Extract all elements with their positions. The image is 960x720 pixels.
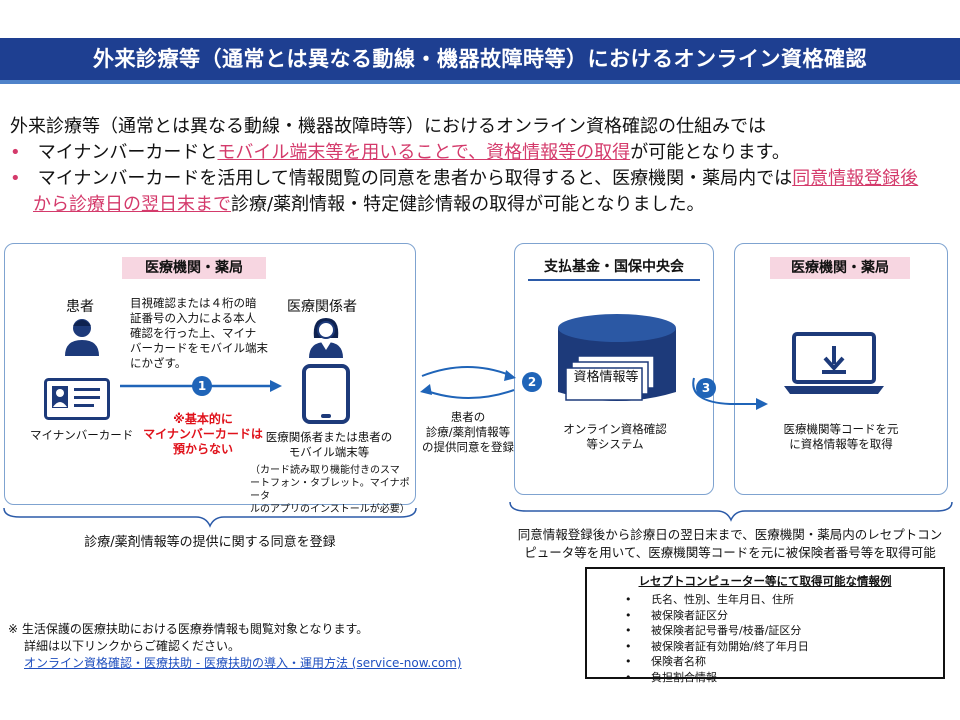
right-panel-desc: 医療機関等コードを元 に資格情報等を取得 [783,422,899,451]
info-box-title: レセプトコンピューター等にて取得可能な情報例 [638,574,892,588]
device-label: 医療関係者または患者の モバイル端末等 [265,430,393,459]
bullet1-pre: マイナンバーカードと [37,142,218,163]
bullet2-highlight-2: から診療日の翌日末まで [33,194,231,215]
right-brace [509,501,953,522]
mynumber-card-icon [44,378,110,420]
page-title: 外来診療等（通常とは異なる動線・機器故障時等）におけるオンライン資格確認 [93,47,867,71]
system-label: オンライン資格確認 等システム [563,422,667,451]
intro-lead: 外来診療等（通常とは異なる動線・機器故障時等）におけるオンライン資格確認の仕組み… [10,116,766,137]
bullet2-pre: マイナンバーカードを活用して情報閲覧の同意を患者から取得すると、医療機関・薬局内… [37,168,793,189]
step-1-badge: 1 [192,376,212,396]
list-item: 被保険者記号番号/枝番/証区分 [625,623,943,639]
intro-bullet-2: • マイナンバーカードを活用して情報閲覧の同意を患者から取得すると、医療機関・薬… [10,166,918,192]
left-caption: 診療/薬剤情報等の提供に関する同意を登録 [84,535,336,550]
bullet-mark: • [10,142,21,163]
bullet1-highlight: モバイル端末等を用いることで、資格情報等の取得 [217,142,631,163]
middle-panel-label: 支払基金・国保中央会 [528,257,700,281]
bullet-mark: • [10,168,21,189]
list-item: 負担割合情報 [625,670,943,686]
card-warning: ※基本的に マイナンバーカードは 預からない [143,412,263,456]
card-label: マイナンバーカード [30,428,134,442]
database-icon [558,314,676,401]
info-box: レセプトコンピューター等にて取得可能な情報例 氏名、性別、生年月日、住所 被保険… [585,567,945,685]
step-3-badge: 3 [696,378,716,398]
mobile-device-icon [302,364,350,424]
right-caption: 同意情報登録後から診療日の翌日末まで、医療機関・薬局内のレセプトコン ピュータ等… [517,527,943,560]
step-2-badge: 2 [522,372,542,392]
footnote-link[interactable]: オンライン資格確認・医療扶助 - 医療扶助の導入・運用方法 (service-n… [24,656,462,670]
left-brace [3,507,417,528]
info-list: 氏名、性別、生年月日、住所 被保険者証区分 被保険者記号番号/枝番/証区分 被保… [587,592,943,685]
laptop-icon [784,332,884,394]
bullet2-post: 診療/薬剤情報・特定健診情報の取得が可能となりました。 [231,194,705,215]
footnote-line1: ※ 生活保護の医療扶助における医療券情報も閲覧対象となります。 [8,622,369,636]
consent-note: 患者の 診療/薬剤情報等 の提供同意を登録 [422,410,514,454]
title-bar: 外来診療等（通常とは異なる動線・機器故障時等）におけるオンライン資格確認 [0,38,960,84]
bullet2-highlight-1: 同意情報登録後 [792,168,919,189]
step2-arrows [420,366,516,399]
list-item: 氏名、性別、生年月日、住所 [625,592,943,608]
staff-icon [309,318,343,358]
patient-icon [65,319,99,356]
device-note: （カード読み取り機能付きのスマ ートフォン・タブレット。マイナポータ ルのアプリ… [250,465,410,515]
verification-note: 目視確認または４桁の暗 証番号の入力による本人 確認を行った上、マイナ バーカー… [130,296,268,370]
list-item: 被保険者証区分 [625,608,943,624]
doc-label: 資格情報等 [573,370,639,385]
intro-bullet-2-cont: から診療日の翌日末まで診療/薬剤情報・特定健診情報の取得が可能となりました。 [33,192,705,218]
list-item: 被保険者証有効開始/終了年月日 [625,639,943,655]
bullet1-post: が可能となります。 [630,142,790,163]
intro-bullet-1: • マイナンバーカードとモバイル端末等を用いることで、資格情報等の取得が可能とな… [10,140,790,166]
left-panel-label: 医療機関・薬局 [122,257,266,279]
patient-label: 患者 [66,299,94,315]
staff-label: 医療関係者 [287,299,357,315]
footnote-line2: 詳細は以下リンクからご確認ください。 [24,639,241,653]
list-item: 保険者名称 [625,654,943,670]
step3-arrow [692,377,768,410]
right-panel-label: 医療機関・薬局 [770,257,910,279]
